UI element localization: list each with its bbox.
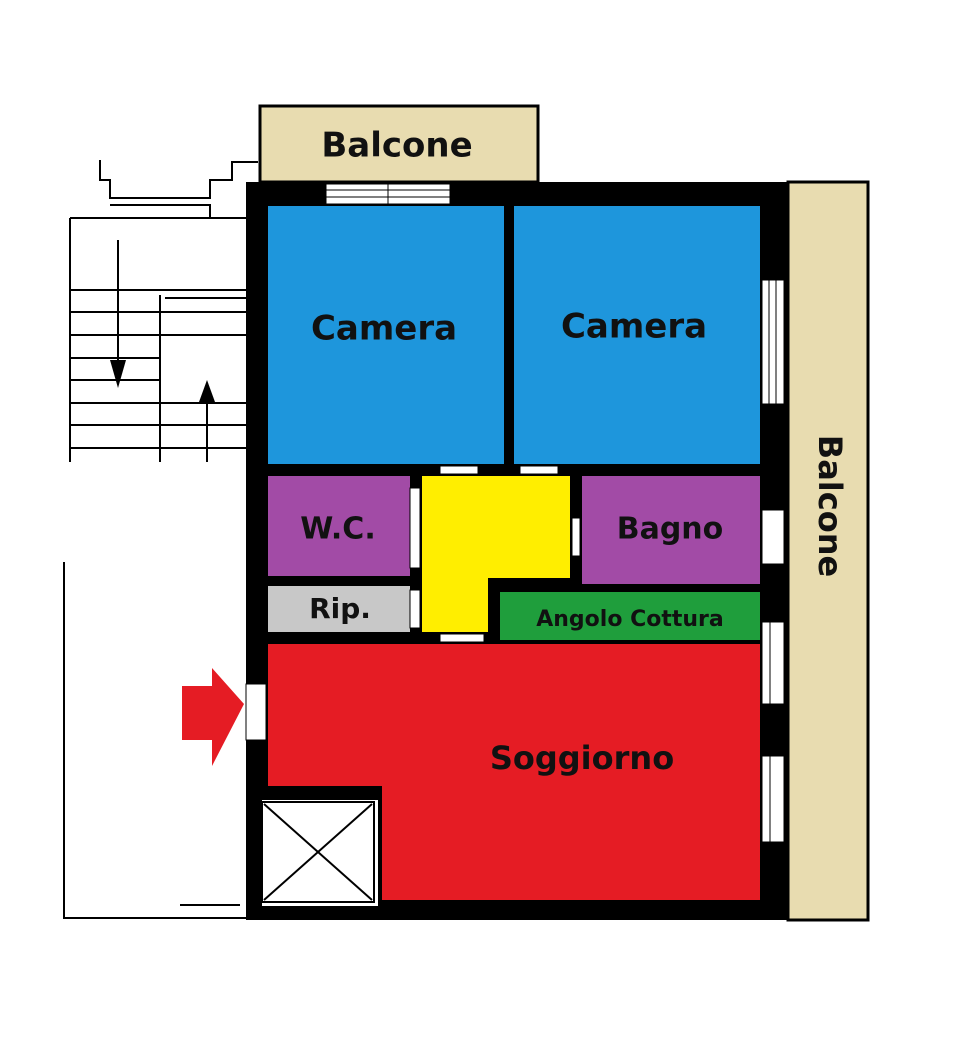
room-ripostiglio	[268, 586, 410, 632]
balcone-right	[786, 180, 870, 922]
room-camera-left	[268, 206, 504, 464]
entrance-arrow-icon	[182, 668, 244, 766]
label-soggiorno: Soggiorno	[490, 739, 674, 777]
label-balcone-right: Balcone	[811, 435, 849, 577]
label-bagno: Bagno	[617, 512, 724, 547]
room-wc	[268, 476, 410, 576]
label-camera-right: Camera	[561, 307, 707, 347]
label-camera-left: Camera	[311, 309, 457, 349]
shaft-cross-icon	[261, 801, 375, 903]
room-camera-right	[514, 206, 760, 464]
label-angolo-cottura: Angolo Cottura	[536, 607, 724, 632]
balcone-top	[258, 104, 540, 184]
label-balcone-top: Balcone	[321, 126, 472, 166]
label-ripostiglio: Rip.	[309, 592, 371, 625]
room-angolo-cottura	[500, 592, 760, 640]
room-soggiorno	[268, 644, 760, 900]
room-bagno	[582, 476, 760, 584]
staircase-icon	[63, 160, 258, 919]
label-wc: W.C.	[300, 512, 375, 547]
room-corridoio	[422, 476, 570, 632]
openings	[245, 183, 785, 843]
